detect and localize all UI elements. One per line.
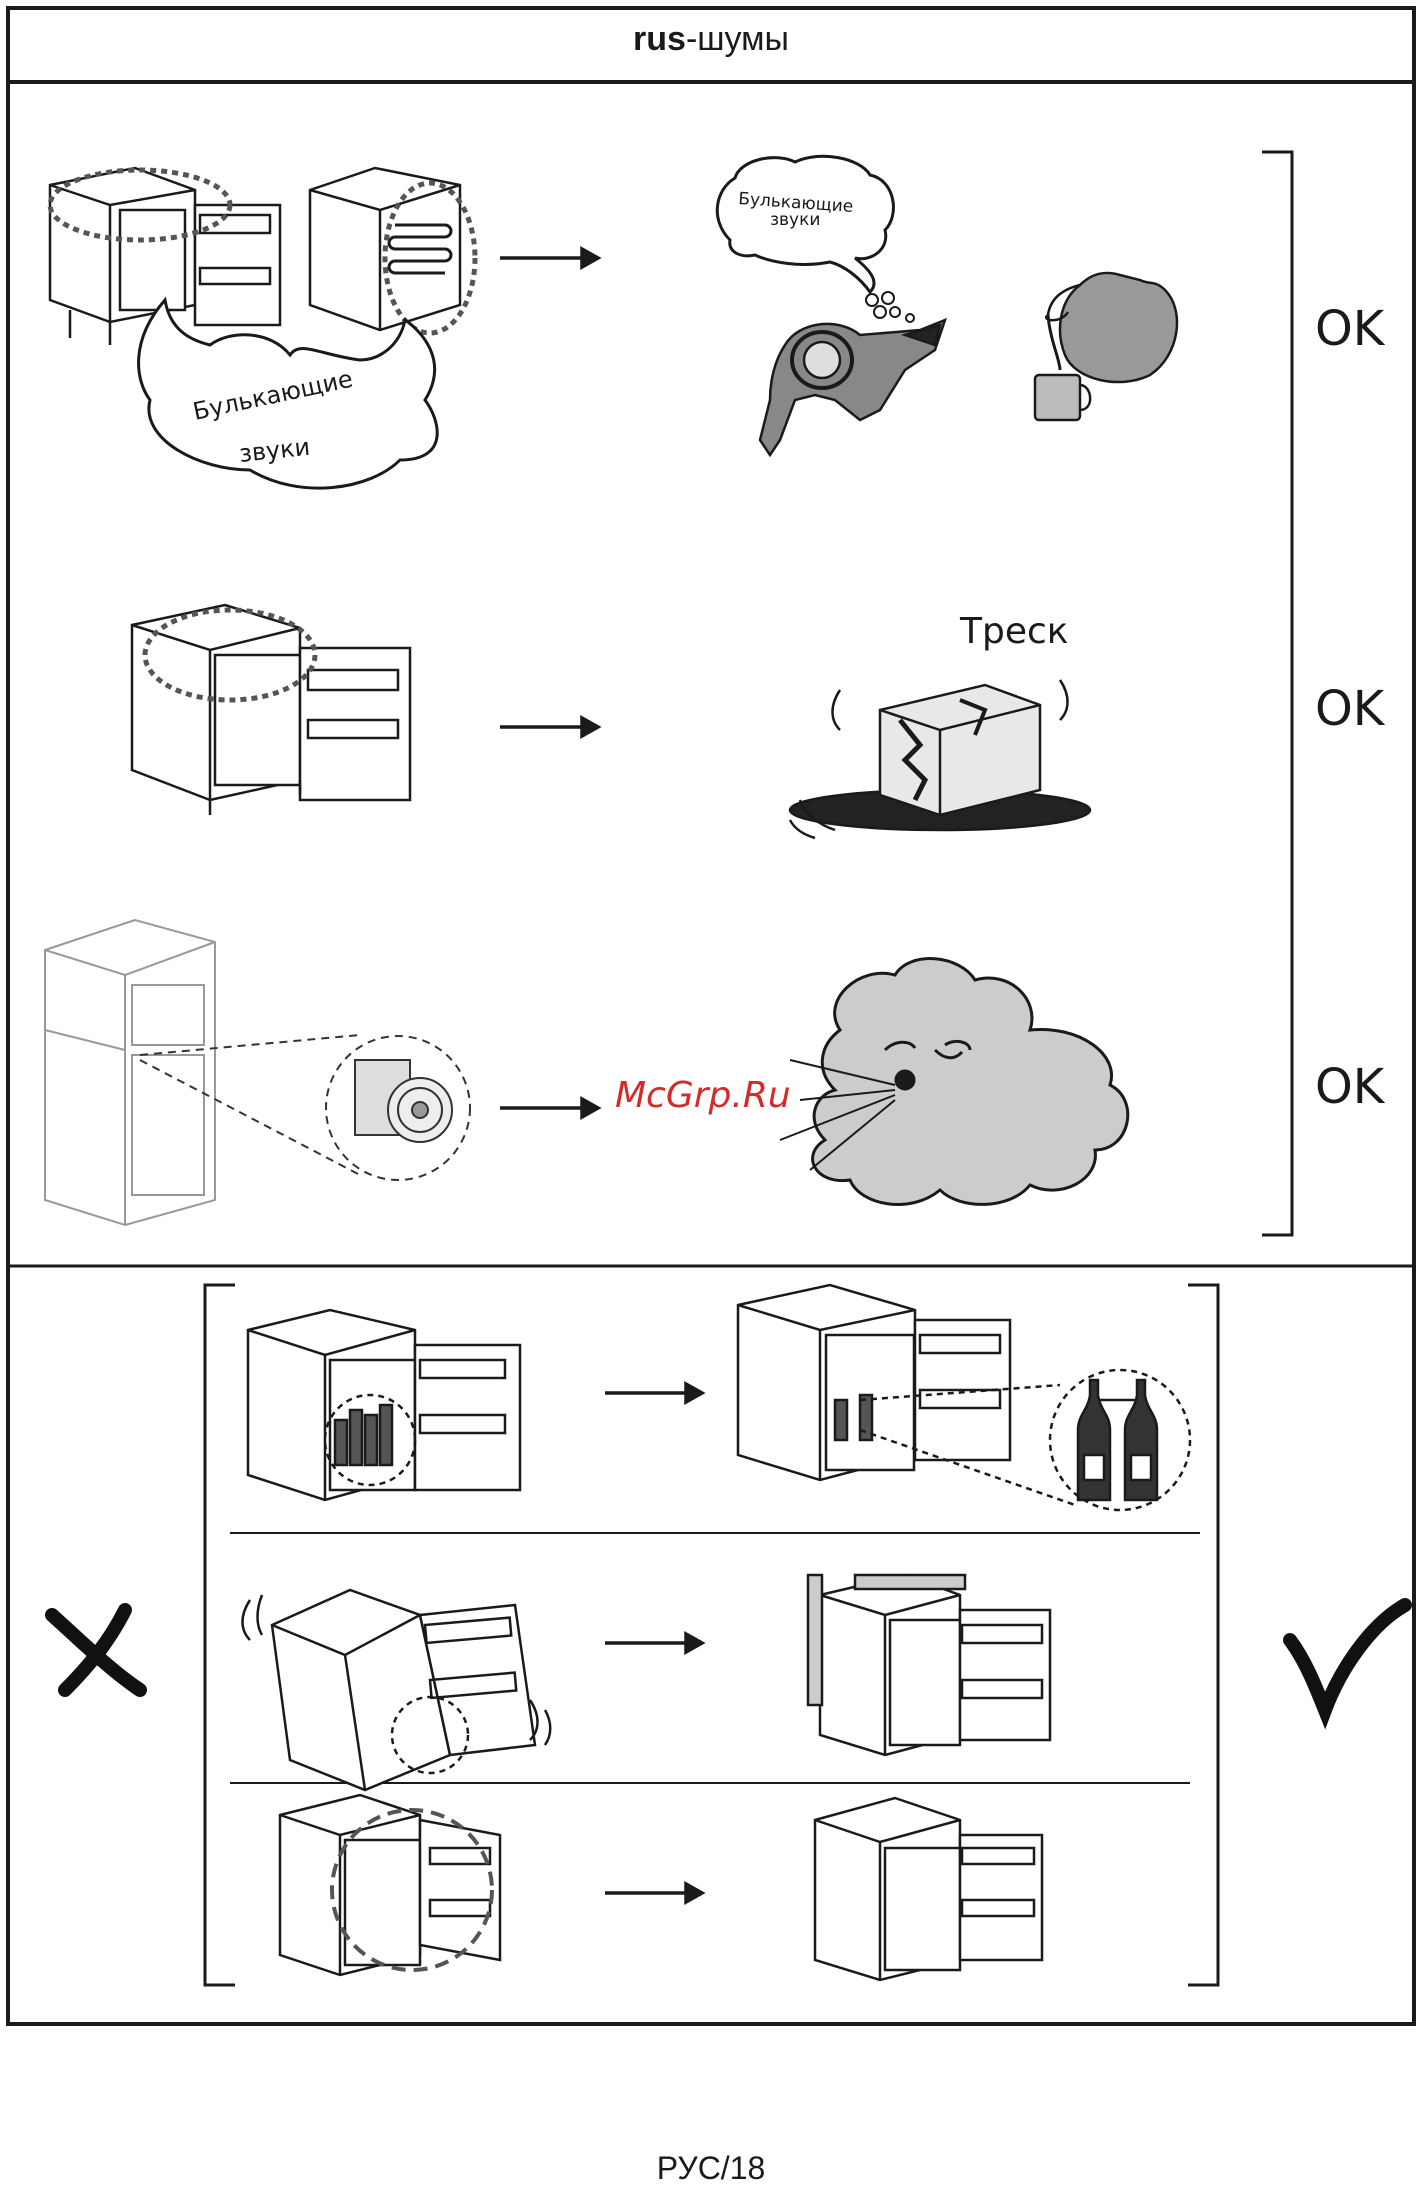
title-text: -шумы: [686, 20, 789, 58]
wrong-cross-icon: [52, 1610, 140, 1690]
arrow-row2: [500, 718, 598, 736]
arrow-fix2: [605, 1634, 702, 1652]
watermark: McGrp.Ru: [615, 1075, 791, 1116]
right-check-icon: [1290, 1605, 1405, 1710]
arrow-row3: [500, 1099, 598, 1117]
fridge-levelled: [808, 1575, 1050, 1755]
arrow-row1: [500, 249, 598, 267]
title-prefix: rus: [633, 20, 686, 58]
blowing-cloud-icon: [780, 959, 1128, 1205]
fix-bracket-right: [1188, 1285, 1218, 1985]
fridge-bottles-spaced: [738, 1285, 1190, 1510]
arrow-fix3: [605, 1884, 702, 1902]
diver-icon: [760, 320, 945, 455]
fridge-open-dotted-interior: [132, 605, 410, 815]
status-ok-2: OK: [1315, 681, 1386, 737]
fridge-door-clear: [815, 1798, 1042, 1980]
ok-bracket: [1262, 152, 1292, 1235]
fridge-back-coils: [310, 168, 475, 333]
arrow-fix1: [605, 1384, 702, 1402]
status-ok-1: OK: [1315, 301, 1386, 357]
fridge-tilted: [243, 1590, 551, 1790]
cracking-ice-icon: [790, 680, 1090, 838]
fix-bracket-left: [205, 1285, 235, 1985]
jug-and-mug-icon: [1035, 273, 1177, 420]
page-title: rus-шумы: [0, 20, 1422, 59]
air-bubbles: [866, 292, 914, 322]
page-number: РУС/18: [0, 2150, 1422, 2187]
status-ok-3: OK: [1315, 1059, 1386, 1115]
crack-caption: Треск: [959, 611, 1069, 652]
fridge-bottles-crowded: [248, 1310, 520, 1500]
fridge-freezer-outline: [45, 920, 215, 1225]
fridge-door-obstructed: [280, 1795, 500, 1975]
bubble-small-line2: звуки: [770, 210, 820, 230]
